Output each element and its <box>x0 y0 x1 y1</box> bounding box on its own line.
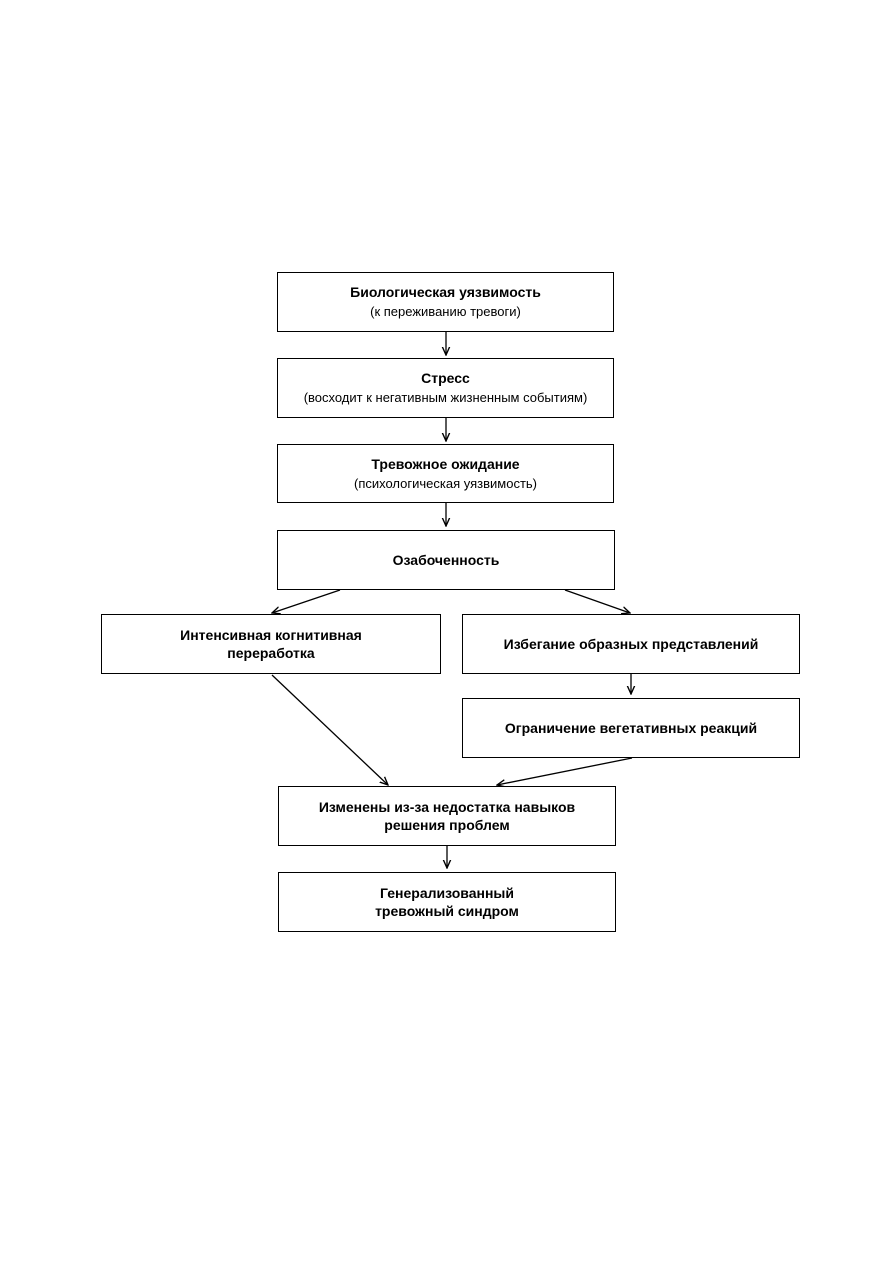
node-biological-vulnerability: Биологическая уязвимость (к переживанию … <box>277 272 614 332</box>
node-stress: Стресс (восходит к негативным жизненным … <box>277 358 614 418</box>
node-problem-solving-title: Изменены из-за недостатка навыков решени… <box>318 799 576 833</box>
arrow-worry-to-cognitive-processing <box>272 589 341 613</box>
arrow-worry-to-imagery-avoidance <box>564 589 630 613</box>
node-biological-vulnerability-subtitle: (к переживанию тревоги) <box>370 304 521 319</box>
node-stress-subtitle: (восходит к негативным жизненным события… <box>303 390 588 405</box>
node-problem-solving: Изменены из-за недостатка навыков решени… <box>278 786 616 846</box>
node-anxious-expectation: Тревожное ожидание (психологическая уязв… <box>277 444 614 503</box>
node-autonomic-restriction: Ограничение вегетативных реакций <box>462 698 800 758</box>
node-anxious-expectation-subtitle: (психологическая уязвимость) <box>354 475 537 491</box>
node-anxious-expectation-title: Тревожное ожидание <box>371 455 520 472</box>
arrow-cognitive-processing-to-problem-solving <box>271 674 388 785</box>
node-cognitive-processing-title: Интенсивная когнитивная переработка <box>180 627 362 661</box>
node-autonomic-restriction-title: Ограничение вегетативных реакций <box>504 720 758 736</box>
node-stress-title: Стресс <box>421 370 470 386</box>
node-imagery-avoidance-title: Избегание образных представлений <box>503 636 759 652</box>
node-cognitive-processing: Интенсивная когнитивная переработка <box>101 614 441 674</box>
node-worry: Озабоченность <box>277 530 615 590</box>
node-gad: Генерализованный тревожный синдром <box>278 872 616 932</box>
node-gad-title: Генерализованный тревожный синдром <box>375 885 519 919</box>
node-worry-title: Озабоченность <box>392 552 500 568</box>
arrow-autonomic-restriction-to-problem-solving <box>497 757 633 785</box>
node-imagery-avoidance: Избегание образных представлений <box>462 614 800 674</box>
node-biological-vulnerability-title: Биологическая уязвимость <box>350 284 541 300</box>
